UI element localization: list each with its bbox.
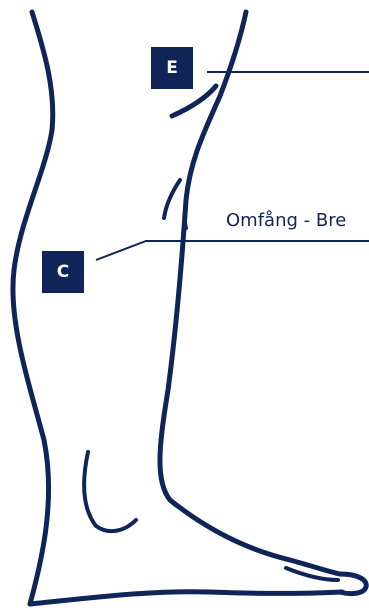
ankle-line — [84, 452, 136, 531]
measurement-label: Omfång - Bre — [226, 212, 346, 230]
measure-line-c — [96, 241, 369, 260]
marker-c-badge: C — [42, 251, 84, 293]
shin-muscle-stroke-1 — [164, 180, 180, 218]
shin-muscle-stroke-2 — [185, 206, 187, 228]
foot-sole-outline — [30, 592, 342, 604]
marker-c-label: C — [57, 264, 69, 281]
marker-e-label: E — [166, 60, 178, 77]
marker-e-badge: E — [151, 47, 193, 89]
knee-crease-line — [172, 86, 216, 116]
toe-outline — [340, 574, 366, 594]
shin-outline — [160, 12, 340, 574]
calf-outline — [13, 12, 53, 604]
